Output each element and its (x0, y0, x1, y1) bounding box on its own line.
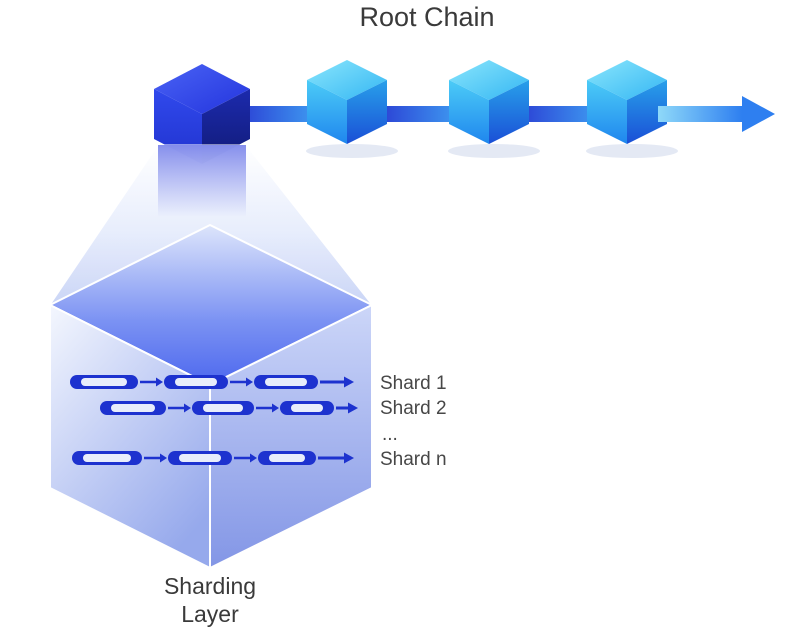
sharding-layer-label: Sharding Layer (164, 573, 256, 627)
sharding-cube-right-face (209, 304, 373, 569)
cube-shadow (586, 144, 678, 158)
cube-right-face (489, 80, 529, 144)
cube-reflection (158, 145, 246, 217)
shard-row-3 (72, 451, 354, 465)
sharding-cube (49, 224, 373, 569)
shard-block (100, 401, 166, 415)
shard-block (192, 401, 254, 415)
shard-block (164, 375, 228, 389)
arrow-head-icon (156, 377, 163, 387)
shard-labels: Shard 1 Shard 2 ... Shard n (380, 373, 447, 470)
cube-left-face (587, 80, 627, 144)
chain-arrow-3 (518, 106, 602, 122)
shard-label-1: Shard 1 (380, 373, 447, 394)
shard-row-1 (70, 375, 354, 389)
shard-block (280, 401, 334, 415)
root-chain: Root Chain (154, 2, 775, 164)
arrow-head-icon (742, 96, 775, 132)
cube-left-face (449, 80, 489, 144)
shard-label-n: Shard n (380, 449, 447, 470)
shard-block (258, 451, 316, 465)
cube-shadow (306, 144, 398, 158)
cube-shadow (448, 144, 540, 158)
arrow-head-icon (250, 453, 257, 463)
shard-row-2 (100, 401, 358, 415)
chain-cube-2 (449, 60, 529, 144)
shard-block (254, 375, 318, 389)
shard-label-ellipsis: ... (382, 424, 398, 445)
sharding-layer-label-line2: Layer (181, 601, 239, 627)
arrow-head-icon (184, 403, 191, 413)
arrow-head-icon (344, 376, 354, 388)
cube-right-face (347, 80, 387, 144)
shard-block (168, 451, 232, 465)
arrow-head-icon (348, 402, 358, 414)
cube-left-face (307, 80, 347, 144)
shard-block (70, 375, 138, 389)
chain-arrow-1 (238, 106, 320, 122)
sharding-layer-label-line1: Sharding (164, 573, 256, 599)
shard-label-2: Shard 2 (380, 398, 447, 419)
chain-cube-1 (307, 60, 387, 144)
root-chain-title: Root Chain (359, 2, 494, 32)
chain-cube-3 (587, 60, 667, 144)
chain-arrow-final (658, 96, 775, 132)
arrow-head-icon (272, 403, 279, 413)
chain-arrow-2 (378, 106, 462, 122)
arrow-head-icon (160, 453, 167, 463)
shard-block (72, 451, 142, 465)
arrow-head-icon (246, 377, 253, 387)
cube-right-face (627, 80, 667, 144)
arrow-head-icon (344, 452, 354, 464)
